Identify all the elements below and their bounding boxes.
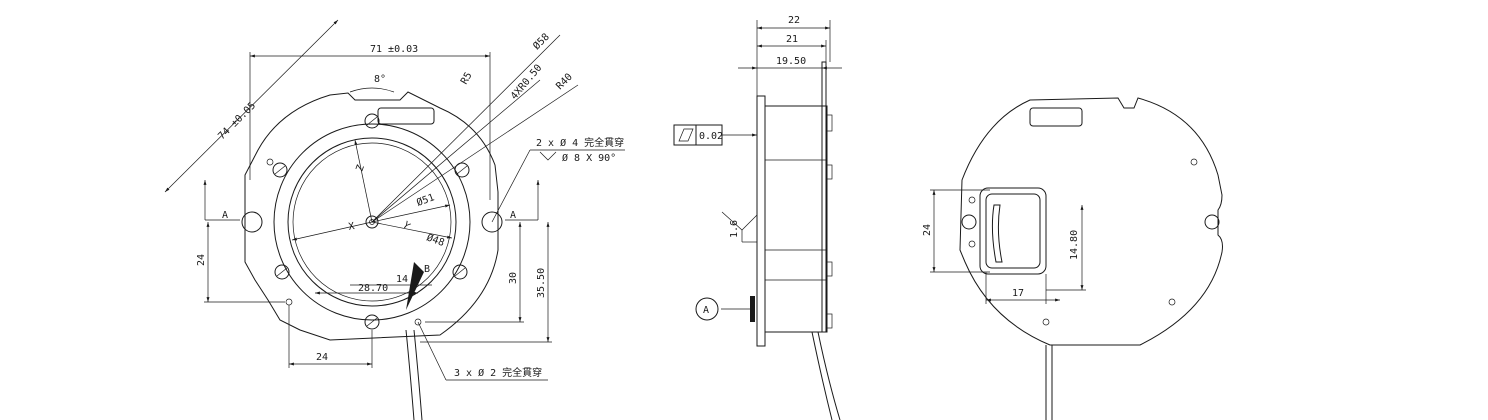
- dim-35-50: 35.50: [536, 268, 547, 298]
- rear-outline: [959, 97, 1223, 346]
- front-top-slot: [377, 107, 435, 125]
- side-view: A 22 21 19.50 0.02 1.6: [673, 15, 842, 420]
- dim-d48: Ø48: [425, 232, 446, 249]
- roughness-value: 1.6: [729, 220, 740, 238]
- rear-small-hole: [968, 240, 976, 248]
- axis-y: Y: [400, 220, 412, 232]
- dim-30: 30: [508, 272, 519, 284]
- dim-r5: R5: [459, 71, 475, 87]
- side-cable: [811, 331, 833, 420]
- front-center-hub: [365, 215, 379, 229]
- rear-dim-14-80: 14.80: [1069, 230, 1080, 260]
- rear-small-hole: [968, 196, 976, 204]
- dim-angle8: 8°: [374, 74, 386, 85]
- front-cable: [413, 329, 423, 420]
- front-cable: [405, 329, 415, 420]
- rear-small-hole: [1042, 318, 1050, 326]
- side-datum-bar: [750, 296, 755, 322]
- dim-14: 14: [396, 274, 408, 285]
- side-datum-circle: [695, 297, 719, 321]
- front-center-pin: [369, 219, 375, 225]
- dim-24-bottom: 24: [316, 352, 328, 363]
- rear-window-inner: [985, 193, 1041, 269]
- rear-hole-right: [1204, 214, 1220, 230]
- rear-top-slot: [1029, 107, 1083, 127]
- front-view: 71 ±0.03 74 ±0.05 Ø58 R5 4XR0.50 R40 8° …: [164, 19, 625, 420]
- front-small-hole: [285, 298, 293, 306]
- dim-74: 74 ±0.05: [216, 100, 258, 142]
- front-housing-face: [292, 142, 452, 302]
- datum-a-right: A: [510, 210, 516, 221]
- dim-24-left: 24: [196, 254, 207, 266]
- rear-view: 24 14.80 17: [922, 97, 1223, 420]
- front-housing-inner: [287, 137, 457, 307]
- front-hole-right: [481, 211, 503, 233]
- rear-hole-left: [961, 214, 977, 230]
- dim-71: 71 ±0.03: [370, 44, 418, 55]
- note-hole4: 2 x Ø 4 完全貫穿: [536, 136, 624, 149]
- axis-z: Z: [354, 164, 366, 173]
- front-small-hole: [414, 318, 422, 326]
- side-dim-22: 22: [788, 15, 800, 26]
- rear-dim-24: 24: [922, 224, 933, 236]
- note-hole2: 3 x Ø 2 完全貫穿: [454, 366, 542, 379]
- side-cable: [817, 331, 841, 420]
- datum-a-left: A: [222, 210, 228, 221]
- front-hole-left: [241, 211, 263, 233]
- note-csk: Ø 8 X 90°: [562, 152, 616, 164]
- flatness-value: 0.02: [699, 131, 723, 142]
- side-dim-21: 21: [786, 34, 798, 45]
- front-housing-ring: [273, 123, 471, 321]
- side-datum-a: A: [703, 305, 709, 316]
- axis-x: X: [348, 221, 356, 233]
- dim-28-70: 28.70: [358, 283, 388, 294]
- front-screws: [272, 113, 470, 330]
- side-back-cover: [821, 61, 827, 333]
- side-dim-19-50: 19.50: [776, 56, 806, 67]
- rear-small-hole: [1168, 298, 1176, 306]
- front-small-hole: [266, 158, 274, 166]
- dim-d58: Ø58: [531, 31, 552, 52]
- dim-d51: Ø51: [415, 191, 436, 208]
- side-flange: [756, 95, 766, 347]
- rear-window-slot: [991, 204, 1003, 263]
- rear-small-hole: [1190, 158, 1198, 166]
- datum-b: B: [424, 264, 430, 275]
- rear-window-outer: [979, 187, 1047, 275]
- rear-dim-17: 17: [1012, 288, 1024, 299]
- side-body: [764, 105, 828, 333]
- datum-b-arrow: [406, 262, 424, 310]
